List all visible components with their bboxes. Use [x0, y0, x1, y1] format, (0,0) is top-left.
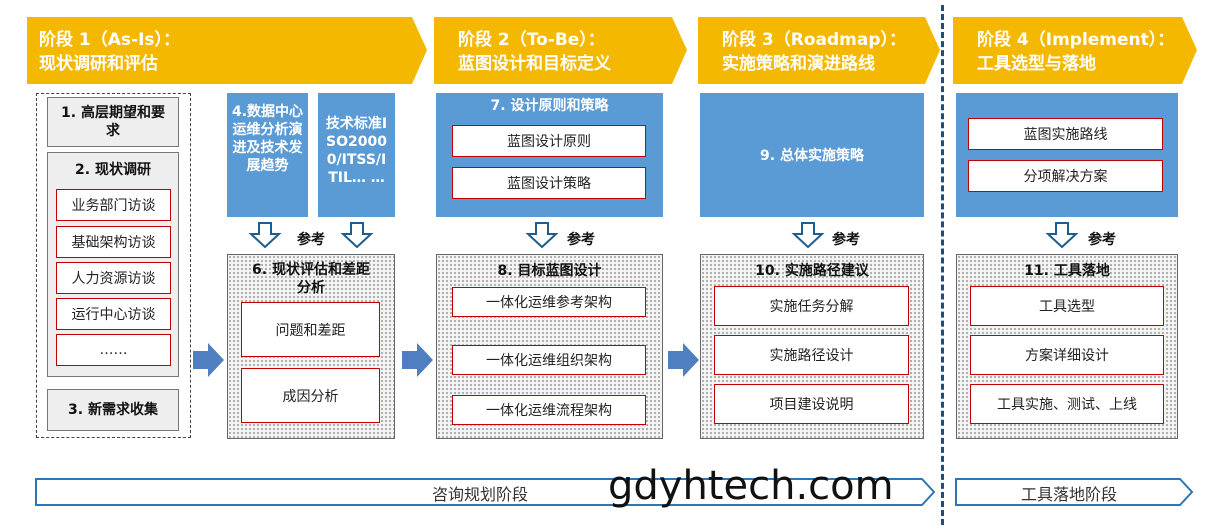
col1-container	[36, 93, 191, 438]
box-overall-strategy: 9. 总体实施策略	[700, 93, 924, 217]
box-dc-ops-analysis: 4.数据中心运维分析演进及技术发展趋势	[227, 93, 308, 217]
right-arrow-icon	[193, 343, 224, 377]
roadmap-suggestion-title: 10. 实施路径建议	[755, 263, 869, 279]
roadmap-item: 项目建设说明	[714, 384, 909, 424]
stage-1-chevron	[27, 17, 427, 84]
plan-item: 分项解决方案	[968, 160, 1163, 192]
down-arrows	[248, 222, 1079, 249]
tool-item: 工具实施、测试、上线	[970, 384, 1164, 424]
down-arrow-icon	[340, 222, 374, 249]
survey-item: 基础架构访谈	[56, 226, 171, 258]
target-blueprint-title: 8. 目标蓝图设计	[497, 263, 602, 279]
design-principles-title: 7. 设计原则和策略	[490, 98, 609, 114]
right-arrow-icon	[668, 343, 699, 377]
survey-item: ……	[56, 334, 171, 366]
blueprint-item: 一体化运维参考架构	[452, 287, 646, 317]
down-arrow-icon	[791, 222, 825, 249]
gap-item: 成因分析	[241, 368, 380, 423]
down-arrow-icon	[525, 222, 559, 249]
box-new-requirements: 3. 新需求收集	[47, 389, 179, 431]
down-arrow-icon	[248, 222, 282, 249]
stage-4-label: 阶段 4（Implement）：工具选型与落地	[977, 30, 1175, 74]
right-arrows	[193, 343, 699, 377]
watermark: gdyhtech.com	[608, 463, 894, 509]
tool-item: 工具选型	[970, 286, 1164, 326]
blueprint-item: 一体化运维组织架构	[452, 345, 646, 375]
principle-item: 蓝图设计策略	[452, 167, 646, 199]
stage-2-chevron	[434, 17, 687, 84]
stage-divider	[941, 5, 944, 525]
status-survey-title: 2. 现状调研	[75, 162, 151, 178]
principle-item: 蓝图设计原则	[452, 125, 646, 157]
phase-bar-tools	[955, 478, 1194, 506]
phase-label-consulting: 咨询规划阶段	[431, 485, 528, 504]
ref-label: 参考	[567, 232, 595, 248]
ref-label: 参考	[832, 232, 860, 248]
phase-bar-consulting	[35, 478, 936, 506]
stage-4-chevron	[953, 17, 1197, 84]
right-arrow-icon	[402, 343, 433, 377]
roadmap-item: 实施任务分解	[714, 286, 909, 326]
tool-item: 方案详细设计	[970, 335, 1164, 375]
box-high-level-expectations: 1. 高层期望和要求	[47, 97, 179, 147]
stage-1-label: 阶段 1（As-Is）：现状调研和评估	[39, 30, 181, 74]
down-arrow-icon	[1045, 222, 1079, 249]
roadmap-item: 实施路径设计	[714, 335, 909, 375]
survey-item: 运行中心访谈	[56, 298, 171, 330]
stage-chevrons	[27, 17, 1197, 84]
stage-3-label: 阶段 3（Roadmap）：实施策略和演进路线	[722, 30, 907, 74]
plan-item: 蓝图实施路线	[968, 118, 1163, 150]
tool-landing-title: 11. 工具落地	[1024, 263, 1110, 279]
box-tech-standards: 技术标准ISO20000/ITSS/ITIL… …	[318, 93, 395, 217]
phase-bars	[35, 478, 1194, 506]
stage-3-chevron	[698, 17, 940, 84]
ref-label: 参考	[1088, 232, 1116, 248]
box-implementation-plan	[956, 93, 1178, 217]
gap-analysis-title: 6. 现状评估和差距分析	[252, 262, 370, 296]
phase-label-tools: 工具落地阶段	[1020, 485, 1117, 504]
survey-item: 业务部门访谈	[56, 189, 171, 221]
stage-2-label: 阶段 2（To-Be）：蓝图设计和目标定义	[458, 30, 611, 74]
gap-item: 问题和差距	[241, 302, 380, 357]
ref-label: 参考	[297, 232, 325, 248]
blueprint-item: 一体化运维流程架构	[452, 395, 646, 425]
survey-item: 人力资源访谈	[56, 262, 171, 294]
